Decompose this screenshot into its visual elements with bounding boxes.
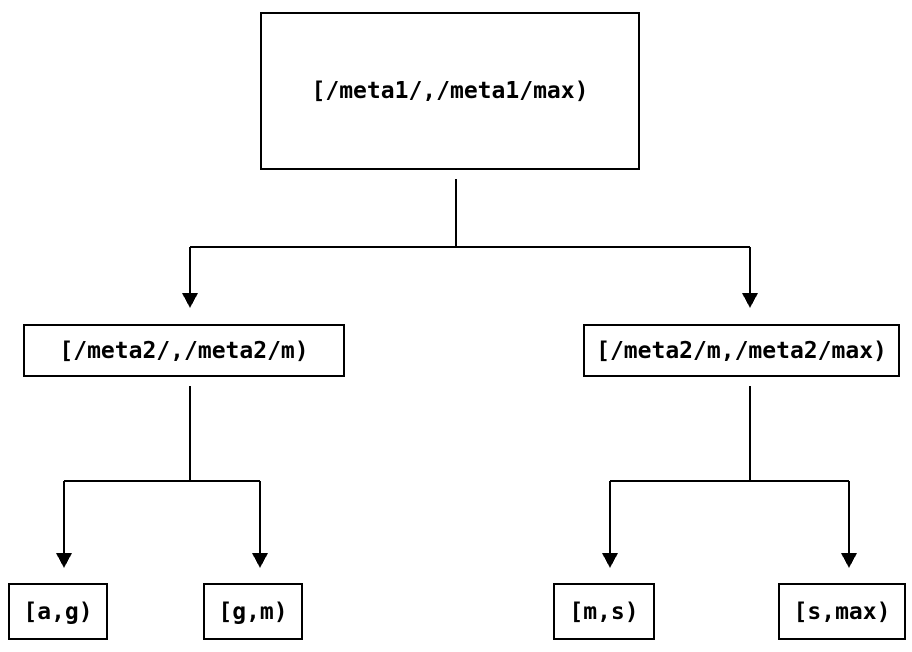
node-leaf-ag-label: [a,g) [23,598,93,625]
arrowhead-to-leaf-ag [56,553,72,568]
node-meta2-upper-label: [/meta2/m,/meta2/max) [596,337,887,364]
node-leaf-ms-label: [m,s) [569,598,639,625]
arrowhead-to-leaf-smax [841,553,857,568]
node-leaf-gm: [g,m) [203,583,303,640]
node-leaf-smax-label: [s,max) [793,598,891,625]
node-meta2-upper: [/meta2/m,/meta2/max) [583,324,900,377]
node-meta2-lower: [/meta2/,/meta2/m) [23,324,345,377]
arrowhead-to-leaf-ms [602,553,618,568]
arrowhead-to-left-node [182,293,198,308]
node-root: [/meta1/,/meta1/max) [260,12,640,170]
node-leaf-smax: [s,max) [778,583,906,640]
arrowhead-to-leaf-gm [252,553,268,568]
node-leaf-gm-label: [g,m) [218,598,288,625]
arrowhead-to-right-node [742,293,758,308]
node-leaf-ag: [a,g) [8,583,108,640]
node-root-label: [/meta1/,/meta1/max) [311,78,589,104]
node-meta2-lower-label: [/meta2/,/meta2/m) [59,337,309,364]
node-leaf-ms: [m,s) [553,583,655,640]
